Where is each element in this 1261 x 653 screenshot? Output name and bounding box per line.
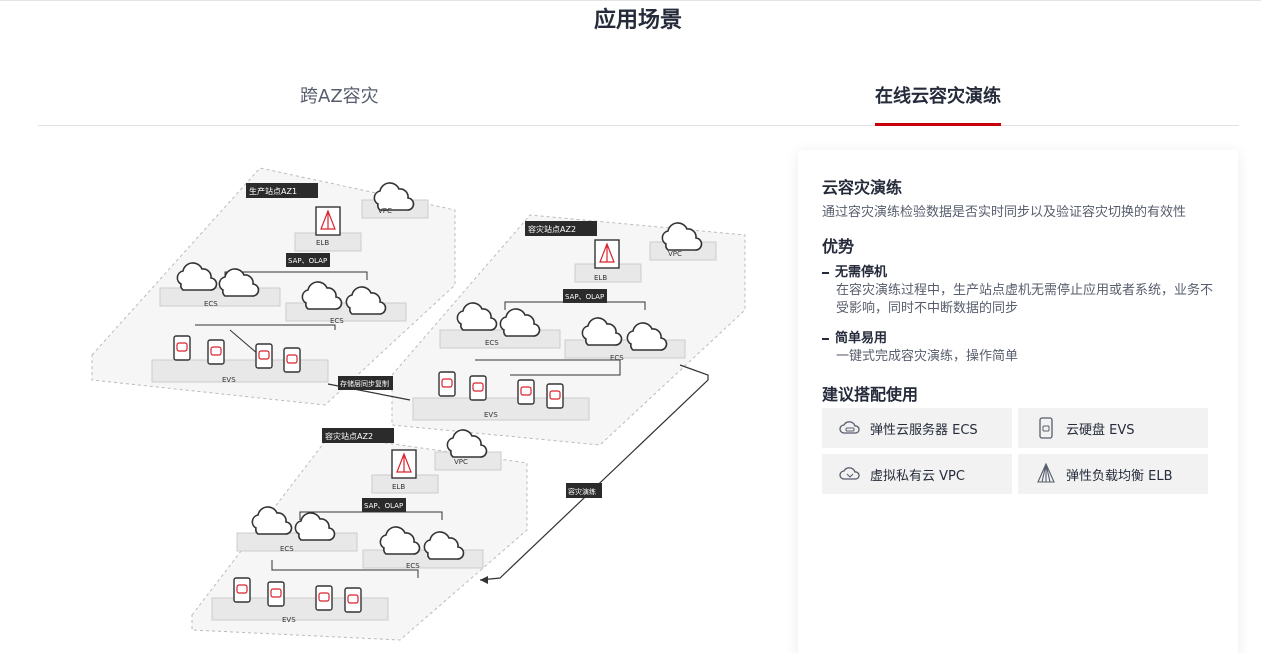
ecs-label-2: ECS xyxy=(330,317,344,325)
product-elb-label: 弹性负载均衡 ELB xyxy=(1066,468,1173,484)
tab-online-dr-drill[interactable]: 在线云容灾演练 xyxy=(875,86,1001,107)
advantage-title-2: 简单易用 xyxy=(822,327,887,346)
sap-label-2: SAP、OLAP xyxy=(565,293,604,301)
evs-label-3: EVS xyxy=(282,616,296,624)
ecs-label-5: ECS xyxy=(280,545,294,553)
elb-label-3: ELB xyxy=(392,483,405,491)
product-ecs-label: 弹性云服务器 ECS xyxy=(870,422,978,438)
advantage-desc-2: 一键式完成容灾演练，操作简单 xyxy=(836,349,1019,364)
az2-label-tag xyxy=(525,221,597,236)
elb-label-1: ELB xyxy=(316,239,329,247)
evs-icon xyxy=(1034,416,1058,440)
az1-label-tag xyxy=(246,183,318,198)
panel-title: 云容灾演练 xyxy=(822,178,903,197)
panel-description: 通过容灾演练检验数据是否实时同步以及验证容灾切换的有效性 xyxy=(822,205,1187,220)
vpc-label-2: VPC xyxy=(668,250,682,258)
active-tab-indicator xyxy=(875,123,1001,126)
architecture-diagram: 生产站点AZ1 VPC ELB SAP、OLAP ECS ECS EVS 容灾站… xyxy=(91,167,746,641)
product-vpc-label: 虚拟私有云 VPC xyxy=(870,468,965,484)
sap-label-3: SAP、OLAP xyxy=(364,502,403,510)
az2b-label: 容灾站点AZ2 xyxy=(325,431,373,441)
drill-label: 容灾演练 xyxy=(568,487,596,496)
advantage-desc-1: 在容灾演练过程中，生产站点虚机无需停止应用或者系统，业务不受影响，同时不中断数据… xyxy=(836,283,1214,316)
drill-arrow xyxy=(479,364,709,581)
sap-label-1: SAP、OLAP xyxy=(288,257,327,265)
evs-label-2: EVS xyxy=(484,411,498,419)
sync-label: 存储层同步复制 xyxy=(340,379,389,388)
product-ecs[interactable]: 弹性云服务器 ECS xyxy=(822,408,1012,448)
ecs-label-4: ECS xyxy=(610,354,624,362)
product-elb[interactable]: 弹性负载均衡 ELB xyxy=(1018,454,1208,494)
evs-label-1: EVS xyxy=(222,376,236,384)
product-vpc[interactable]: 虚拟私有云 VPC xyxy=(822,454,1012,494)
az2-label: 容灾站点AZ2 xyxy=(528,224,576,234)
dash-icon xyxy=(822,271,829,274)
vpc-label-3: VPC xyxy=(454,458,468,466)
vpc-icon xyxy=(838,462,862,486)
ecs-label-1: ECS xyxy=(204,300,218,308)
scenario-detail-panel: 云容灾演练 通过容灾演练检验数据是否实时同步以及验证容灾切换的有效性 优势 无需… xyxy=(798,150,1238,653)
ecs-label-3: ECS xyxy=(485,339,499,347)
advantage-title-2-text: 简单易用 xyxy=(835,331,888,346)
recommend-heading: 建议搭配使用 xyxy=(822,385,919,404)
az1-label: 生产站点AZ1 xyxy=(249,186,297,196)
advantage-title-1: 无需停机 xyxy=(822,261,887,280)
tab-cross-az-dr[interactable]: 跨AZ容灾 xyxy=(300,86,379,107)
advantages-heading: 优势 xyxy=(822,237,855,256)
tab-bar: 跨AZ容灾 在线云容灾演练 xyxy=(38,70,1239,126)
advantage-title-1-text: 无需停机 xyxy=(835,265,888,280)
ecs-label-6: ECS xyxy=(406,562,420,570)
elb-icon xyxy=(1034,462,1058,486)
section-title: 应用场景 xyxy=(593,8,682,33)
vpc-label-1: VPC xyxy=(378,207,392,215)
product-evs[interactable]: 云硬盘 EVS xyxy=(1018,408,1208,448)
ecs-icon xyxy=(838,416,862,440)
az2b-label-tag xyxy=(322,428,394,443)
dash-icon xyxy=(822,337,829,340)
product-evs-label: 云硬盘 EVS xyxy=(1066,422,1135,438)
top-divider xyxy=(0,0,1261,1)
elb-label-2: ELB xyxy=(594,274,607,282)
